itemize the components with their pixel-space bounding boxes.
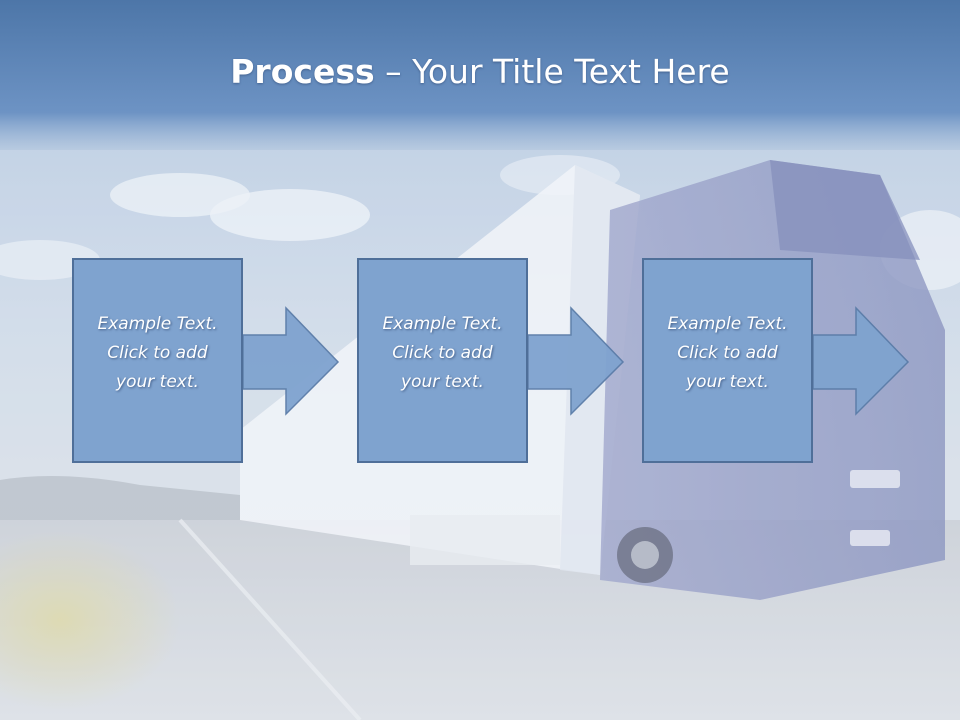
title-rest: – Your Title Text Here <box>374 52 730 91</box>
step-box-shape <box>642 258 813 463</box>
arrow-2 <box>527 306 625 416</box>
step-box-shape <box>357 258 528 463</box>
step-text: Example Text. Click to add your text. <box>382 314 503 392</box>
step-box-shape <box>72 258 243 463</box>
title-bar <box>0 0 960 150</box>
title-bold: Process <box>230 52 375 91</box>
process-step-1[interactable]: Example Text. Click to add your text. <box>72 258 243 463</box>
step-text: Example Text. Click to add your text. <box>667 314 788 392</box>
arrow-1 <box>242 306 340 416</box>
process-step-2[interactable]: Example Text. Click to add your text. <box>357 258 528 463</box>
arrow-3 <box>812 306 910 416</box>
process-step-3[interactable]: Example Text. Click to add your text. <box>642 258 813 463</box>
slide-title[interactable]: Process – Your Title Text Here <box>0 52 960 91</box>
step-text: Example Text. Click to add your text. <box>97 314 218 392</box>
